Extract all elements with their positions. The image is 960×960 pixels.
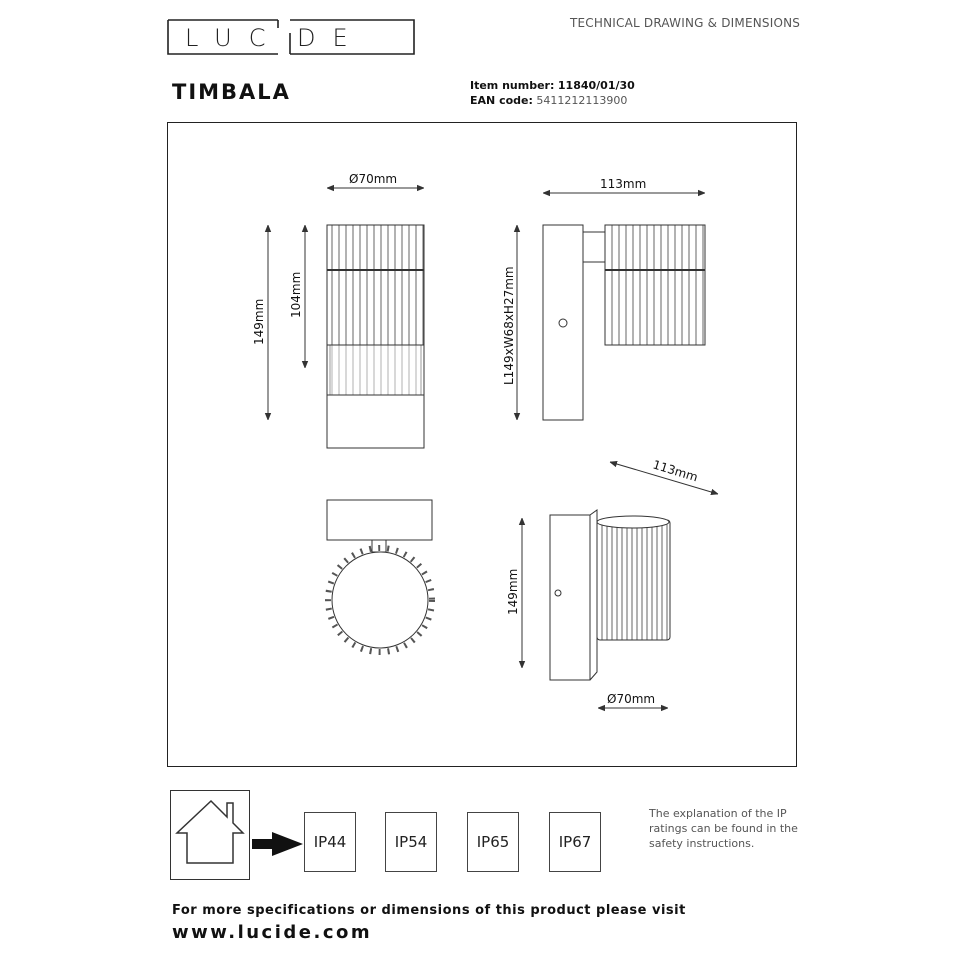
product-name: TIMBALA bbox=[172, 80, 291, 104]
side-overall-label: L149xW68xH27mm bbox=[502, 266, 516, 385]
front-height-label: 149mm bbox=[252, 299, 266, 345]
arrow-right-icon bbox=[252, 832, 303, 856]
persp-height-label: 149mm bbox=[506, 569, 520, 615]
perspective-view bbox=[522, 462, 718, 708]
top-view bbox=[325, 499, 435, 655]
persp-diameter-label: Ø70mm bbox=[607, 692, 655, 706]
ean-label: EAN code: bbox=[470, 94, 533, 107]
side-view bbox=[517, 193, 706, 421]
item-number-label: Item number: bbox=[470, 79, 555, 92]
side-depth-label: 113mm bbox=[600, 177, 646, 191]
ip-rating-ip67: IP67 bbox=[549, 812, 601, 872]
front-view bbox=[268, 188, 425, 449]
ip-rating-ip44: IP44 bbox=[304, 812, 356, 872]
svg-text:LUC: LUC bbox=[185, 24, 283, 52]
indoor-house-icon bbox=[170, 790, 250, 880]
ip-rating-ip65: IP65 bbox=[467, 812, 519, 872]
more-info-text: For more specifications or dimensions of… bbox=[172, 903, 686, 918]
drawing-frame bbox=[167, 122, 797, 767]
product-meta: Item number: 11840/01/30 EAN code: 54112… bbox=[470, 78, 635, 108]
persp-depth-label: 113mm bbox=[651, 457, 699, 484]
ip-explanation-note: The explanation of the IP ratings can be… bbox=[649, 807, 798, 850]
shade-height-label: 104mm bbox=[289, 272, 303, 318]
ean-code: 5411212113900 bbox=[536, 94, 628, 107]
ip-rating-ip54: IP54 bbox=[385, 812, 437, 872]
item-number: 11840/01/30 bbox=[557, 79, 635, 92]
lucide-logo: LUC DE bbox=[167, 19, 415, 55]
website-link[interactable]: www.lucide.com bbox=[172, 922, 373, 943]
svg-text:DE: DE bbox=[297, 24, 365, 52]
front-diameter-label: Ø70mm bbox=[349, 172, 397, 186]
document-type: TECHNICAL DRAWING & DIMENSIONS bbox=[570, 16, 801, 30]
